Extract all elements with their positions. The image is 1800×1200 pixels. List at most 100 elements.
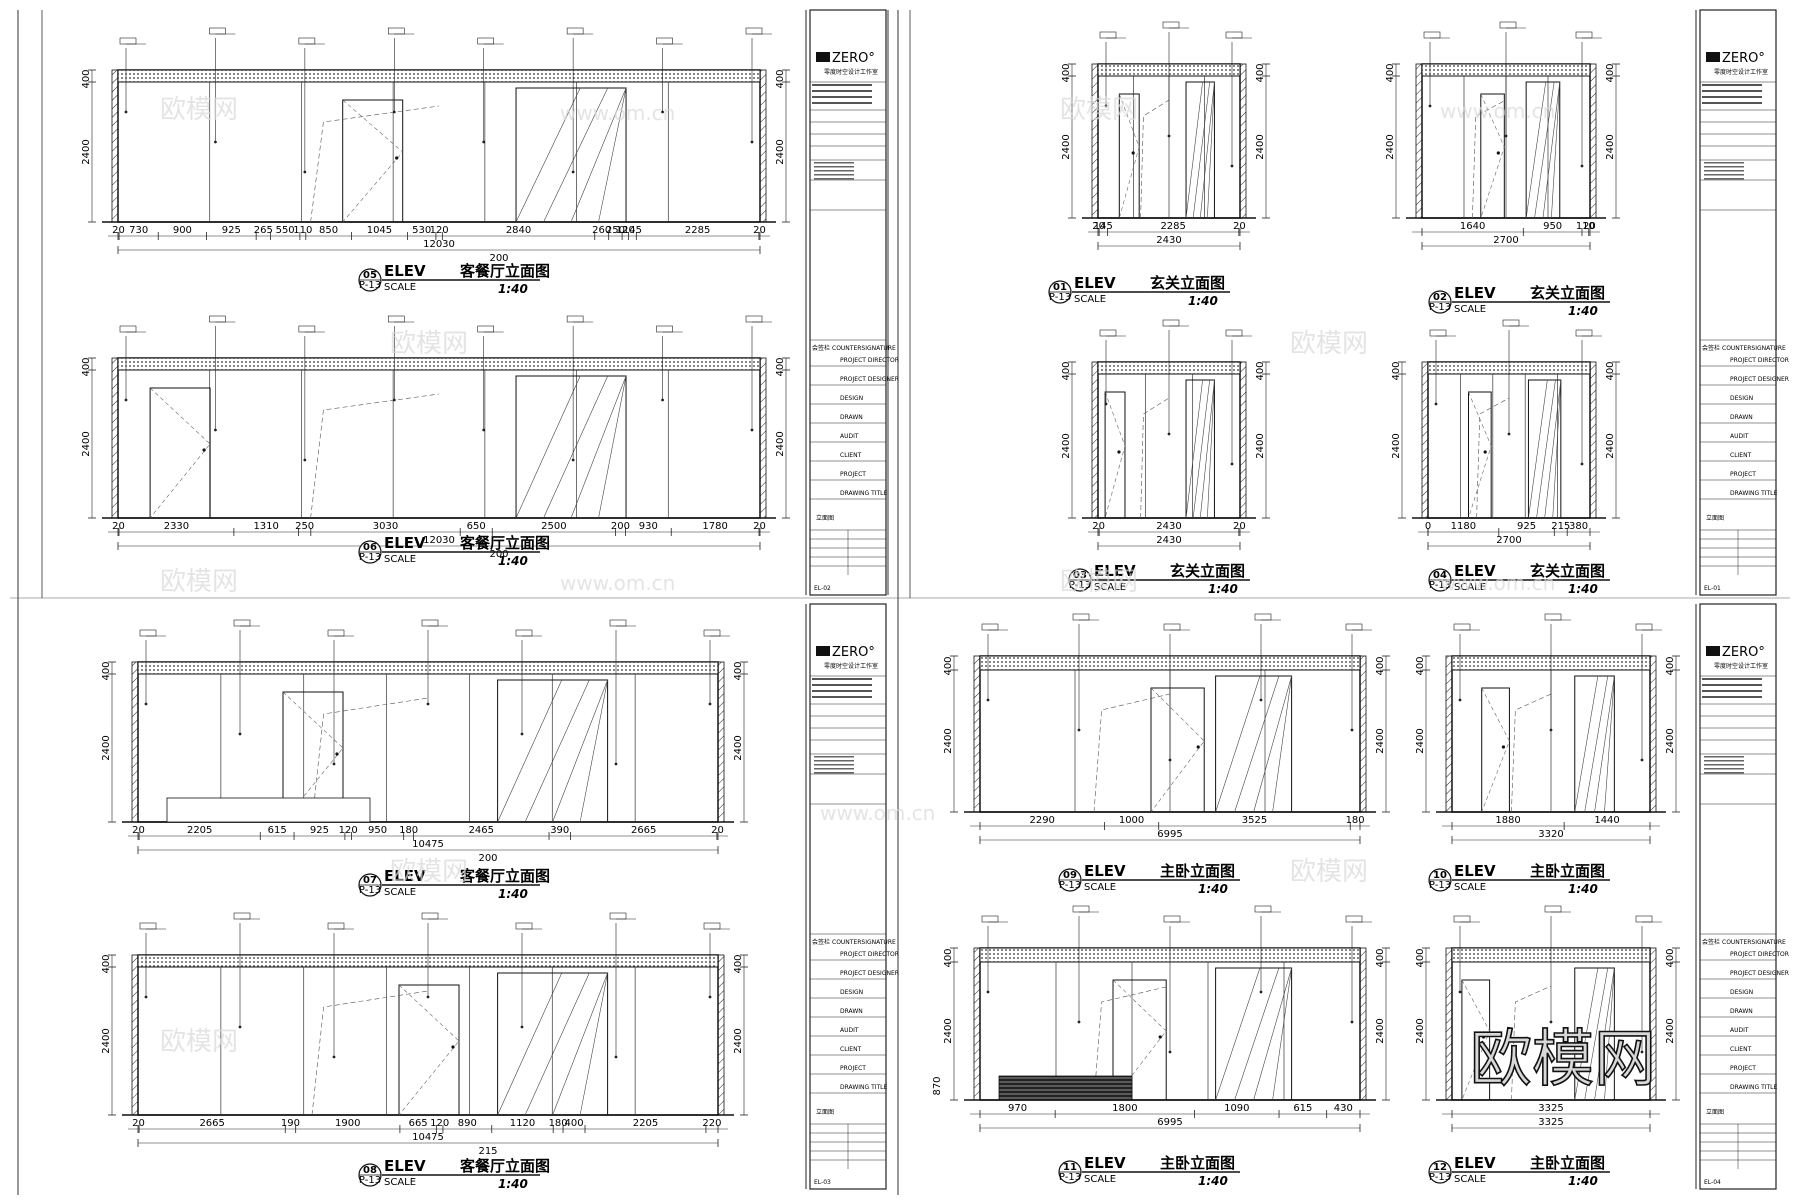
leader-dot <box>571 170 575 174</box>
side-wall-right <box>717 661 725 823</box>
view-title: 主卧立面图 <box>1530 1154 1605 1172</box>
dim-value: 970 <box>1008 1103 1027 1114</box>
glass-hatch <box>1542 81 1561 219</box>
leader-dot <box>1434 402 1438 406</box>
side-wall-right <box>759 69 767 223</box>
view-ref: P-13 <box>1059 1172 1081 1183</box>
dim-total: 10475 <box>412 1132 444 1143</box>
dim-value: 20 <box>1583 221 1596 232</box>
dim-value: 180 <box>399 825 418 836</box>
studio-name: 零度时空设计工作室 <box>1714 662 1768 670</box>
tb-note <box>812 690 872 692</box>
glass-hatch <box>1551 81 1561 219</box>
dim-extra: 200 <box>478 853 497 864</box>
view-scale-word: SCALE <box>1094 582 1126 593</box>
dim-value: 200 <box>611 521 630 532</box>
door-outline <box>1118 93 1140 219</box>
dim-value: 900 <box>173 225 192 236</box>
glass-hatch <box>1594 967 1615 1101</box>
vdim-value: 2400 <box>943 728 954 753</box>
vdim-value: 400 <box>101 661 112 680</box>
vdim-value: 2400 <box>1385 134 1396 159</box>
countersign-cn: 会签栏 <box>812 344 830 352</box>
view-ref: P-13 <box>359 885 381 896</box>
side-wall-right <box>1239 361 1247 519</box>
elevation-view: 332533254002400400240012P-13ELEVSCALE主卧立… <box>1415 905 1680 1188</box>
tb-note <box>1702 84 1762 86</box>
leader-dot <box>661 398 664 402</box>
dim-total: 12030 <box>423 239 455 250</box>
dim-value: 890 <box>458 1118 477 1129</box>
glass-hatch <box>579 679 608 823</box>
dim-value: 20 <box>112 521 125 532</box>
dim-value: 20 <box>753 225 766 236</box>
role-label: DRAWING TITLE <box>1730 1084 1778 1091</box>
dim-value: 215 <box>1551 521 1570 532</box>
dashed-profile <box>310 105 440 223</box>
dim-value: 190 <box>281 1118 300 1129</box>
countersign-cn: 会签栏 <box>1702 938 1720 946</box>
dim-total: 6995 <box>1157 1117 1182 1128</box>
glass-hatch <box>598 375 627 519</box>
leader-dot <box>1230 164 1234 168</box>
dim-value: 2285 <box>1160 221 1185 232</box>
logo-text: ZERO° <box>832 51 875 66</box>
glass-hatch <box>1574 675 1599 813</box>
dim-value: 1120 <box>510 1118 535 1129</box>
door-outline <box>1481 687 1510 813</box>
leader-dot <box>1458 990 1462 994</box>
dim-value: 730 <box>129 225 148 236</box>
glass-hatch <box>598 87 627 223</box>
view-ref: P-13 <box>359 1175 381 1186</box>
vdim-value: 400 <box>1415 948 1426 967</box>
leader-dot <box>1350 1020 1354 1024</box>
view-scale-word: SCALE <box>384 282 416 293</box>
tb-note <box>1702 678 1762 680</box>
vdim-value: 400 <box>1255 361 1266 380</box>
dim-value: 1045 <box>367 225 392 236</box>
door-swing <box>1150 687 1205 813</box>
logo-text: ZERO° <box>832 645 875 660</box>
leader-dot <box>332 1055 336 1059</box>
tb-note <box>814 170 854 172</box>
countersign-label: COUNTERSIGNATURE <box>832 345 896 352</box>
door-outline <box>1112 979 1167 1101</box>
dim-value: 250 <box>295 521 314 532</box>
door-handle-icon <box>1501 745 1506 749</box>
vdim-value: 2400 <box>1375 1018 1386 1043</box>
countersign-cn: 会签栏 <box>812 938 830 946</box>
furniture-block <box>998 1075 1133 1101</box>
dim-extra: 200 <box>489 253 508 264</box>
logo-mark-icon <box>816 646 830 656</box>
role-label: PROJECT DIRECTOR <box>840 357 899 364</box>
dashed-profile <box>310 393 440 519</box>
dim-value: 120 <box>616 225 635 236</box>
view-scale: 1:40 <box>498 282 528 296</box>
role-label: DRAWN <box>1730 1008 1753 1015</box>
leader-dot <box>708 702 712 706</box>
view-title: 玄关立面图 <box>1530 284 1605 302</box>
leader-dot <box>520 1025 524 1029</box>
door-handle-icon <box>1496 151 1500 155</box>
dim-value: 950 <box>368 825 387 836</box>
leader-dot <box>238 1025 242 1029</box>
view-number: 06 <box>363 542 377 553</box>
door-handle-icon <box>202 448 206 452</box>
view-ref: P-13 <box>359 552 381 563</box>
role-label: PROJECT <box>1730 1065 1756 1072</box>
glass-hatch <box>1234 967 1280 1101</box>
view-tag: ELEV <box>1084 1154 1126 1172</box>
view-ref: P-13 <box>1429 302 1451 313</box>
dashed-profile <box>311 990 429 1116</box>
tb-note <box>814 162 854 164</box>
view-tag: ELEV <box>1454 562 1496 580</box>
watermark-brand: 欧模网 <box>390 857 468 887</box>
tb-note <box>1704 162 1744 164</box>
sheet-number: EL-01 <box>1704 585 1721 592</box>
view-ref: P-13 <box>1429 1172 1451 1183</box>
glass-hatch <box>524 679 590 823</box>
tb-note <box>1702 90 1762 92</box>
